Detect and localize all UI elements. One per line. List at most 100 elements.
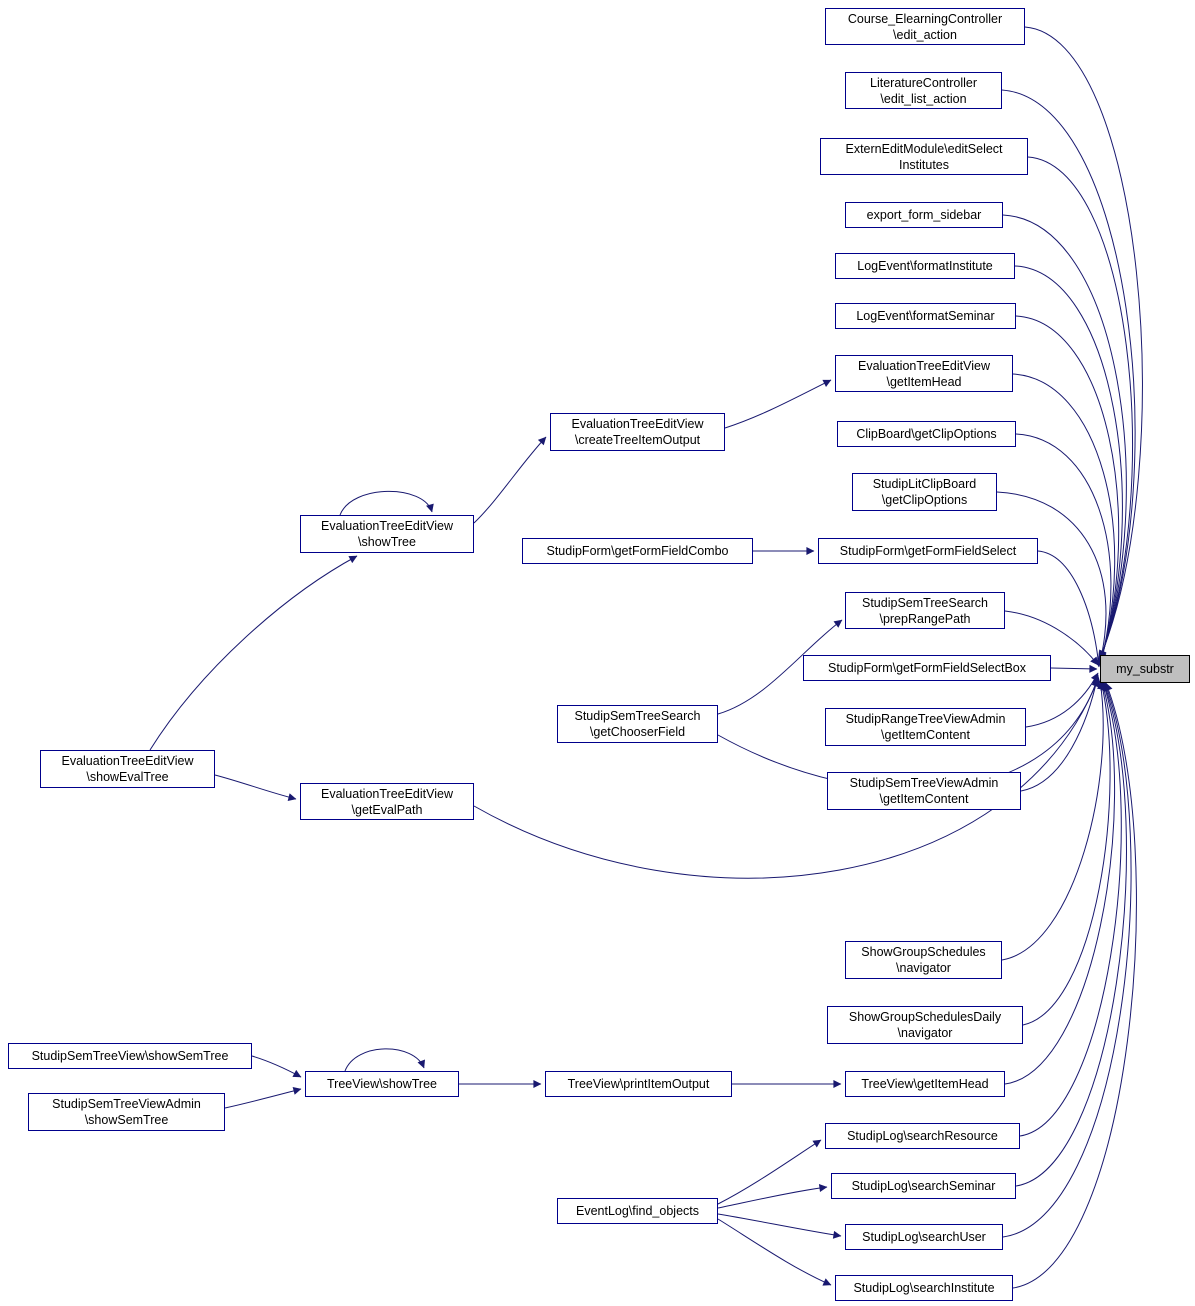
node-evaluationtreeeditview-getevalpath[interactable]: EvaluationTreeEditView \getEvalPath (300, 783, 474, 820)
node-label: StudipForm\getFormFieldSelectBox (828, 661, 1026, 675)
node-label: StudipSemTreeViewAdmin (849, 776, 999, 790)
node-extern-edit-module-edit-select-institutes[interactable]: ExternEditModule\editSelect Institutes (820, 138, 1028, 175)
edge-showgroupschedulesdaily-navigator-to-my-substr (1022, 680, 1111, 1026)
edge-rangetree-getitemcontent-to-my-substr (1025, 672, 1099, 728)
node-showgroupschedulesdaily-navigator[interactable]: ShowGroupSchedulesDaily \navigator (827, 1006, 1023, 1044)
node-label: \edit_action (893, 27, 957, 42)
edge-showgroupschedules-navigator-to-my-substr (1001, 680, 1106, 961)
node-studiplog-searchresource[interactable]: StudipLog\searchResource (825, 1123, 1020, 1149)
edge-studiplog-searchresource-to-my-substr (1019, 681, 1122, 1137)
edge-evaltree-getevalpath-to-my-substr (473, 678, 1099, 879)
node-label: TreeView\showTree (327, 1077, 437, 1091)
edge-studiplog-searchuser-to-my-substr (1002, 682, 1132, 1238)
edge-export-form-sidebar-to-my-substr (1002, 214, 1127, 662)
edge-studiplit-getclipoptions-to-my-substr (996, 491, 1107, 667)
node-logevent-format-seminar[interactable]: LogEvent\formatSeminar (835, 303, 1016, 329)
edge-treeview-showtree-self-loop (344, 1048, 425, 1072)
node-label: \getItemContent (881, 728, 970, 742)
node-literature-controller-edit-list-action[interactable]: LiteratureController \edit_list_action (845, 72, 1002, 109)
node-studiplitclipboard-getclipoptions[interactable]: StudipLitClipBoard \getClipOptions (852, 473, 997, 511)
node-export-form-sidebar[interactable]: export_form_sidebar (845, 202, 1003, 228)
edge-semtreesearch-preprangepath-to-my-substr (1004, 610, 1099, 666)
edge-showevaltree-to-showtree (149, 555, 358, 751)
node-label: TreeView\printItemOutput (567, 1077, 710, 1091)
node-label: ClipBoard\getClipOptions (856, 427, 997, 441)
node-studiplog-searchinstitute[interactable]: StudipLog\searchInstitute (835, 1275, 1013, 1301)
edge-evaltree-getitemhead-to-my-substr (1012, 373, 1116, 665)
node-label: StudipLitClipBoard (872, 477, 977, 491)
node-studipform-getformfieldselectbox[interactable]: StudipForm\getFormFieldSelectBox (803, 655, 1051, 681)
node-label: \getClipOptions (881, 493, 968, 507)
node-label: EvaluationTreeEditView (320, 519, 454, 533)
node-label: ExternEditModule\editSelect (845, 141, 1003, 156)
node-evaluationtreeeditview-showevaltree[interactable]: EvaluationTreeEditView \showEvalTree (40, 750, 215, 788)
edge-clipboard-getclipoptions-to-my-substr (1015, 433, 1112, 666)
edge-getchooserfield-to-preprangepath (717, 619, 843, 715)
node-evaluationtreeeditview-showtree[interactable]: EvaluationTreeEditView \showTree (300, 515, 474, 553)
node-studipsemtreeviewadmin-showsemtree[interactable]: StudipSemTreeViewAdmin \showSemTree (28, 1093, 225, 1131)
node-label: StudipSemTreeSearch (574, 709, 701, 723)
node-studiprangetreeviewadmin-getitemcontent[interactable]: StudipRangeTreeViewAdmin \getItemContent (825, 708, 1026, 746)
edge-studiplog-searchseminar-to-my-substr (1015, 682, 1127, 1187)
node-label: \getItemHead (886, 374, 962, 389)
node-label: \navigator (897, 1026, 953, 1040)
edge-form-getformfieldselect-to-my-substr (1037, 550, 1103, 668)
node-label: EvaluationTreeEditView (61, 754, 194, 768)
node-evaluationtreeeditview-createtreeitemoutput[interactable]: EvaluationTreeEditView \createTreeItemOu… (550, 413, 725, 451)
edge-treeview-getitemhead-to-my-substr (1004, 681, 1115, 1085)
node-label: TreeView\getItemHead (861, 1077, 989, 1091)
node-studipform-getformfieldselect[interactable]: StudipForm\getFormFieldSelect (818, 538, 1038, 564)
node-label: \getEvalPath (351, 802, 423, 817)
node-label: \navigator (896, 961, 951, 975)
node-label: ShowGroupSchedules (861, 945, 986, 959)
node-label: Institutes (898, 157, 950, 172)
node-studipsemtreeview-showsemtree[interactable]: StudipSemTreeView\showSemTree (8, 1043, 252, 1069)
node-label: \getItemContent (879, 792, 969, 806)
node-logevent-format-institute[interactable]: LogEvent\formatInstitute (835, 253, 1015, 279)
edge-form-getformfieldselectbox-to-my-substr (1050, 664, 1098, 673)
edge-showevaltree-to-getevalpath (214, 774, 297, 802)
node-treeview-getitemhead[interactable]: TreeView\getItemHead (845, 1071, 1005, 1097)
node-eventlog-find-objects[interactable]: EventLog\find_objects (557, 1198, 718, 1224)
node-studiplog-searchuser[interactable]: StudipLog\searchUser (845, 1224, 1003, 1250)
node-evaluationtreeeditview-getitemhead[interactable]: EvaluationTreeEditView \getItemHead (835, 355, 1013, 392)
node-studipsemtreesearch-preprangepath[interactable]: StudipSemTreeSearch \prepRangePath (845, 592, 1005, 629)
node-label: StudipForm\getFormFieldSelect (839, 544, 1017, 558)
node-label: export_form_sidebar (866, 208, 982, 222)
edge-showtree-to-createtreeitemoutput (473, 436, 547, 524)
edge-find-objects-to-searchuser (717, 1213, 842, 1239)
node-course-elearning-controller-edit-action[interactable]: Course_ElearningController \edit_action (825, 8, 1025, 45)
node-label: \createTreeItemOutput (574, 433, 701, 447)
edge-find-objects-to-searchseminar (717, 1184, 828, 1209)
node-label: StudipRangeTreeViewAdmin (845, 712, 1006, 726)
edge-find-objects-to-searchresource (717, 1139, 822, 1205)
node-label: StudipSemTreeView\showSemTree (31, 1049, 229, 1063)
node-treeview-printitemoutput[interactable]: TreeView\printItemOutput (545, 1071, 732, 1097)
node-label: LiteratureController (870, 75, 977, 90)
node-label: StudipLog\searchResource (847, 1129, 998, 1143)
node-label: StudipForm\getFormFieldCombo (546, 544, 729, 558)
node-label: my_substr (1116, 662, 1174, 676)
node-label: Course_ElearningController (847, 11, 1003, 26)
edge-literature-edit-list-action-to-my-substr (1001, 89, 1136, 660)
edge-semtreeadmin-showsemtree-to-treeview-showtree (224, 1087, 302, 1109)
node-showgroupschedules-navigator[interactable]: ShowGroupSchedules \navigator (845, 941, 1002, 979)
node-label: \showEvalTree (86, 770, 169, 784)
node-clipboard-getclipoptions[interactable]: ClipBoard\getClipOptions (837, 421, 1016, 447)
node-label: EventLog\find_objects (575, 1204, 699, 1218)
node-label: \edit_list_action (880, 91, 967, 106)
node-label: StudipLog\searchUser (862, 1230, 986, 1244)
node-treeview-showtree[interactable]: TreeView\showTree (305, 1071, 459, 1097)
edge-find-objects-to-searchinstitute (717, 1218, 832, 1286)
node-studiplog-searchseminar[interactable]: StudipLog\searchSeminar (831, 1173, 1016, 1199)
node-label: \showSemTree (84, 1113, 169, 1127)
node-studipform-getformfieldcombo[interactable]: StudipForm\getFormFieldCombo (522, 538, 753, 564)
node-label: EvaluationTreeEditView (320, 786, 454, 801)
node-my-substr-target[interactable]: my_substr (1100, 655, 1190, 683)
edge-evaltree-showtree-self-loop (339, 490, 434, 516)
node-studipsemtreesearch-getchooserfield[interactable]: StudipSemTreeSearch \getChooserField (557, 705, 718, 743)
edge-logevent-format-seminar-to-my-substr (1015, 315, 1120, 664)
node-studipsemtreeviewadmin-getitemcontent[interactable]: StudipSemTreeViewAdmin \getItemContent (827, 772, 1021, 810)
node-label: StudipLog\searchInstitute (853, 1281, 995, 1295)
